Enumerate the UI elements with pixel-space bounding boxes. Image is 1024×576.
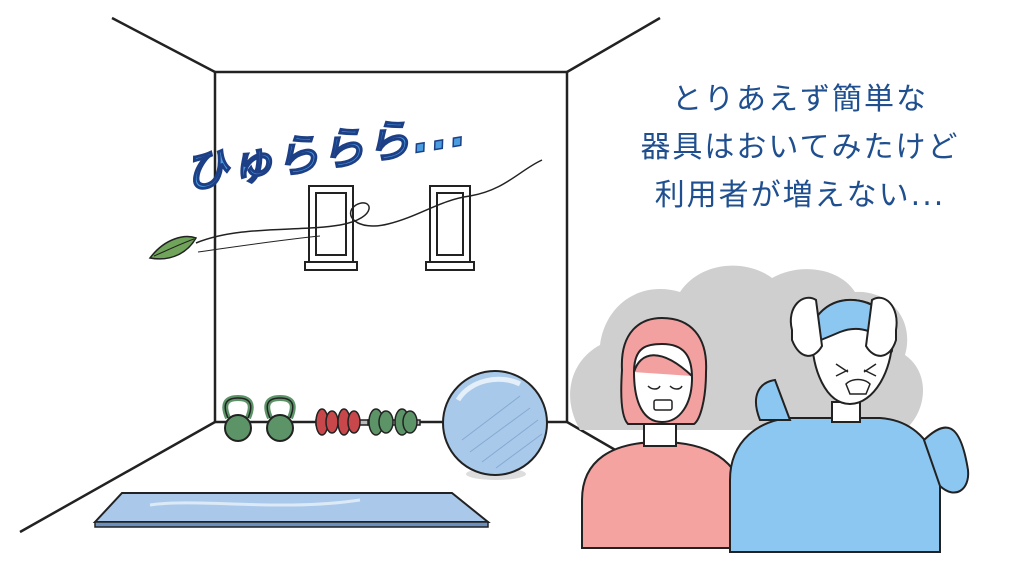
- leaf-icon: [148, 235, 198, 260]
- kettlebell-left: [222, 394, 254, 442]
- dumbbell-red: [315, 408, 377, 436]
- caption-line-2: 器具はおいてみたけど: [640, 130, 960, 165]
- yoga-mat: [92, 492, 491, 528]
- woman-character: [581, 316, 745, 549]
- wind-trail-2: [197, 235, 321, 253]
- dumbbell-green: [367, 408, 421, 436]
- wind-trail: [195, 159, 543, 244]
- window-left: [304, 185, 358, 271]
- kettlebell-right: [264, 394, 296, 442]
- room-walls: [19, 16, 661, 534]
- window-right: [425, 185, 475, 271]
- caption-line-1: とりあえず簡単な: [672, 82, 928, 117]
- speech-caption: とりあえず簡単な 器具はおいてみたけど 利用者が増えない...: [600, 76, 1000, 220]
- caption-line-3: 利用者が増えない...: [654, 178, 946, 213]
- man-character: [729, 296, 970, 553]
- exercise-ball: [442, 370, 548, 480]
